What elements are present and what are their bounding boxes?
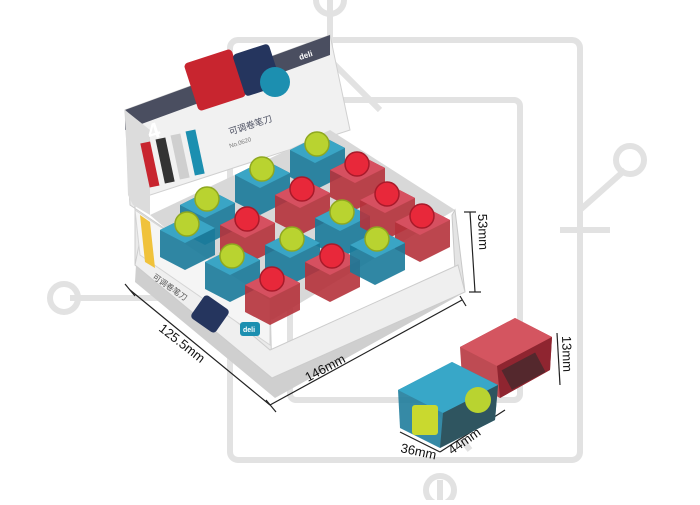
dimension-item-height: 13mm: [559, 336, 575, 373]
brand-logo-header: deli: [298, 49, 314, 62]
loose-sharpener-red: [460, 318, 552, 398]
sharpener-cap: [219, 243, 245, 269]
dimension-box-height: 53mm: [475, 214, 491, 251]
brand-logo-side: deli: [243, 327, 255, 334]
sharpener-cap: [329, 199, 355, 225]
loose-sharpener-blue: [398, 362, 498, 448]
sharpener-cap: [234, 206, 260, 232]
sharpener-cap: [409, 203, 435, 229]
sharpener-cap: [174, 211, 200, 237]
sharpener-cap: [194, 186, 220, 212]
sharpener-cap: [249, 156, 275, 182]
sharpener-cap: [319, 243, 345, 269]
sharpener-grid: [160, 131, 450, 325]
dimension-item-width: 36mm: [399, 440, 437, 462]
sharpener-cap: [289, 176, 315, 202]
sharpener-cap: [259, 266, 285, 292]
sharpener-cap: [304, 131, 330, 157]
sharpener-cap: [374, 181, 400, 207]
sharpener-cap: [344, 151, 370, 177]
sharpener-cap: [279, 226, 305, 252]
sharpener-cap: [364, 226, 390, 252]
